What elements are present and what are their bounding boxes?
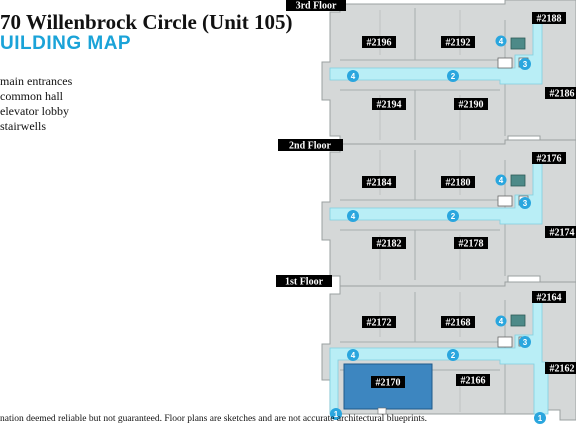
legend-stairwells: stairwells xyxy=(0,119,46,133)
marker-main-entrance: 1 xyxy=(334,410,339,419)
floor-label-3rd: 3rd Floor xyxy=(296,1,337,12)
unit-label: #2182 xyxy=(377,239,402,250)
unit-labels-floor-1: #2172 #2168 #2164 #2170 #2166 #2162 xyxy=(362,291,576,389)
floor-label-1st: 1st Floor xyxy=(285,277,324,288)
unit-label: #2170 xyxy=(376,378,401,389)
marker-stairwell: 4 xyxy=(499,37,504,46)
marker-common-hall: 2 xyxy=(451,72,456,81)
unit-label: #2194 xyxy=(377,100,402,111)
disclaimer-text: nation deemed reliable but not guarantee… xyxy=(0,414,428,424)
markers-floor-1: 4 2 4 3 1 1 xyxy=(330,315,546,424)
marker-common-hall: 2 xyxy=(451,351,456,360)
marker-stairwell: 4 xyxy=(351,351,356,360)
marker-stairwell: 4 xyxy=(351,212,356,221)
floor-label-2nd: 2nd Floor xyxy=(289,141,332,152)
unit-label: #2176 xyxy=(537,154,562,165)
marker-stairwell: 4 xyxy=(351,72,356,81)
marker-stairwell: 4 xyxy=(499,176,504,185)
page-title: 70 Willenbrock Circle (Unit 105) xyxy=(0,10,293,34)
markers-floor-2: 4 2 4 3 xyxy=(347,174,531,222)
unit-label: #2188 xyxy=(537,14,562,25)
markers-floor-3: 4 2 4 3 xyxy=(347,35,531,82)
legend-common-hall: common hall xyxy=(0,89,63,103)
unit-label: #2190 xyxy=(459,100,484,111)
unit-label: #2166 xyxy=(461,376,486,387)
unit-labels-floor-2: #2184 #2180 #2176 #2182 #2178 #2174 xyxy=(362,152,576,250)
marker-elevator-lobby: 3 xyxy=(523,338,528,347)
unit-label: #2178 xyxy=(459,239,484,250)
unit-label: #2184 xyxy=(367,178,392,189)
unit-label: #2162 xyxy=(550,364,575,375)
unit-label: #2164 xyxy=(537,293,562,304)
marker-common-hall: 2 xyxy=(451,212,456,221)
unit-label: #2192 xyxy=(446,38,471,49)
marker-elevator-lobby: 3 xyxy=(523,60,528,69)
unit-label: #2196 xyxy=(367,38,392,49)
legend-elevator-lobby: elevator lobby xyxy=(0,104,69,118)
unit-label: #2186 xyxy=(550,89,575,100)
unit-label: #2172 xyxy=(367,318,392,329)
unit-labels-floor-3: #2196 #2192 #2188 #2194 #2190 #2186 xyxy=(362,12,576,111)
marker-stairwell: 4 xyxy=(499,317,504,326)
marker-elevator-lobby: 3 xyxy=(523,199,528,208)
unit-label: #2174 xyxy=(550,228,575,239)
unit-label: #2180 xyxy=(446,178,471,189)
map-subtitle: UILDING MAP xyxy=(0,33,132,54)
marker-main-entrance: 1 xyxy=(538,414,543,423)
legend-main-entrances: main entrances xyxy=(0,74,73,88)
unit-label: #2168 xyxy=(446,318,471,329)
